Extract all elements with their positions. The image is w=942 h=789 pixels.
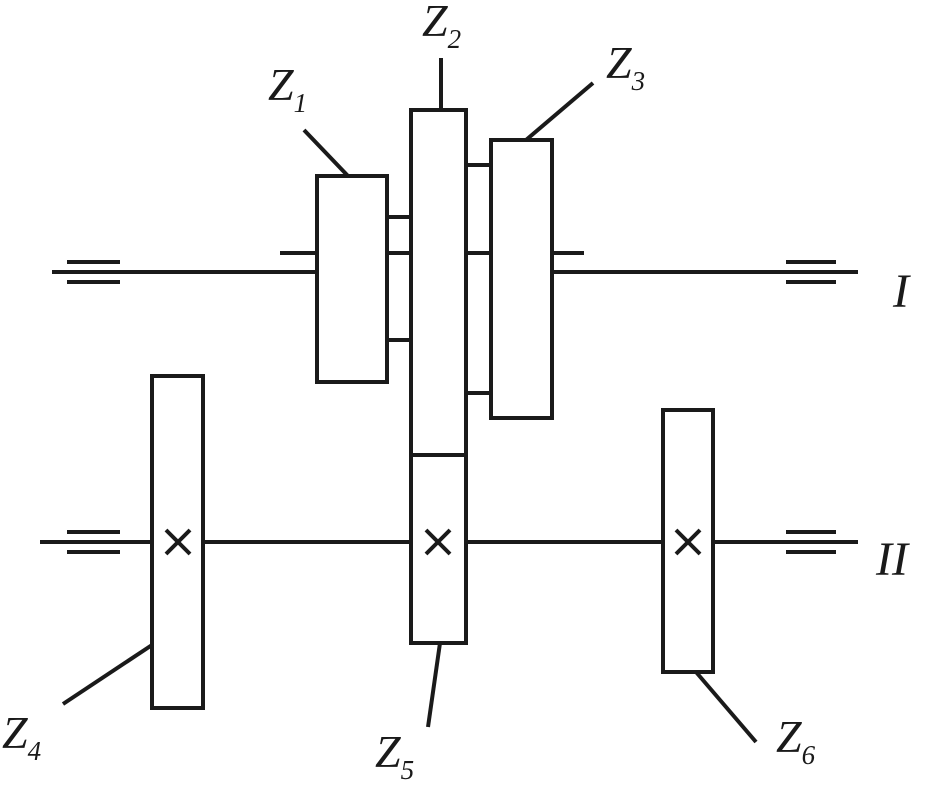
leader-z4 [61,643,154,706]
leader-z5 [426,642,442,728]
bearing-shaft-ii-right [786,530,836,554]
gear-z1 [315,174,389,384]
leader-z6 [694,670,758,744]
label-z5: Z5 [375,726,414,785]
label-z2: Z2 [422,0,461,54]
gear-z5 [409,453,468,645]
label-z4: Z4 [2,707,41,766]
bearing-shaft-ii-left [67,530,120,554]
label-z3: Z3 [606,37,645,96]
label-shaft-ii: II [875,533,910,586]
gear-z3 [489,138,554,420]
hub-z1-z2 [387,215,411,342]
bearing-shaft-i-right [786,260,836,284]
leader-z3 [524,81,595,142]
label-z6: Z6 [776,711,816,770]
label-z1: Z1 [268,59,307,118]
gear-z2 [409,108,468,457]
label-shaft-i: I [892,265,911,318]
fixed-mark-z6 [674,528,702,556]
fixed-mark-z4 [164,528,192,556]
bearing-shaft-i-left [67,260,120,284]
fixed-mark-z5 [424,528,452,556]
hub-z2-z3 [466,163,491,395]
leader-z1 [302,128,350,178]
